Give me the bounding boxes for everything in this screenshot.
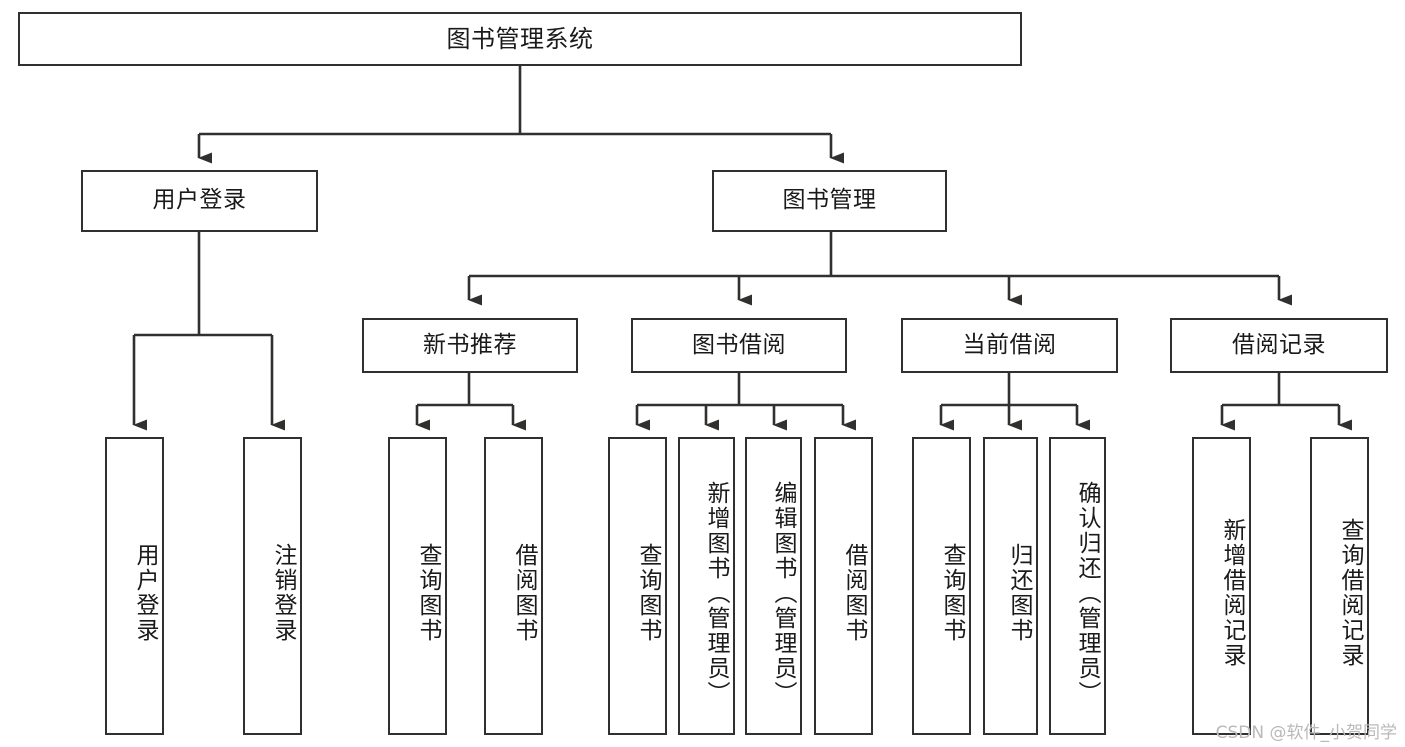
- leaf-borrow-borrow-book[interactable]: 借阅图书: [814, 437, 873, 735]
- node-user-login[interactable]: 用户登录: [81, 170, 318, 232]
- node-label: 确认归还（管理员）: [1074, 480, 1100, 706]
- node-label: 新增借阅记录: [1219, 518, 1245, 668]
- node-borrow-record[interactable]: 借阅记录: [1170, 318, 1388, 373]
- node-label: 查询图书: [635, 543, 661, 643]
- leaf-current-confirm-return-admin[interactable]: 确认归还（管理员）: [1049, 437, 1106, 735]
- leaf-borrow-query-book[interactable]: 查询图书: [608, 437, 667, 735]
- node-label: 图书借阅: [692, 331, 786, 358]
- leaf-current-query-book[interactable]: 查询图书: [912, 437, 971, 735]
- leaf-user-login-logout[interactable]: 注销登录: [243, 437, 302, 735]
- watermark-text: CSDN @软件_小贺同学: [1215, 723, 1397, 743]
- node-label: 查询图书: [415, 543, 441, 643]
- node-current-borrow[interactable]: 当前借阅: [901, 318, 1118, 373]
- node-label: 用户登录: [152, 187, 247, 214]
- leaf-record-query-record[interactable]: 查询借阅记录: [1310, 437, 1369, 735]
- node-label: 归还图书: [1006, 543, 1032, 643]
- leaf-borrow-add-book-admin[interactable]: 新增图书（管理员）: [678, 437, 735, 735]
- node-label: 查询图书: [939, 543, 965, 643]
- node-book-borrow[interactable]: 图书借阅: [631, 318, 847, 373]
- node-label: 图书管理: [782, 187, 877, 214]
- node-label: 借阅图书: [841, 543, 867, 643]
- node-label: 当前借阅: [962, 331, 1057, 358]
- node-label: 借阅记录: [1232, 331, 1326, 358]
- node-label: 用户登录: [132, 543, 158, 643]
- leaf-user-login-login[interactable]: 用户登录: [105, 437, 164, 735]
- node-label: 借阅图书: [511, 543, 537, 643]
- node-label: 注销登录: [270, 543, 296, 643]
- node-label: 新增图书（管理员）: [703, 480, 729, 706]
- leaf-recommend-query-book[interactable]: 查询图书: [388, 437, 447, 735]
- leaf-borrow-edit-book-admin[interactable]: 编辑图书（管理员）: [745, 437, 802, 735]
- node-label: 编辑图书（管理员）: [770, 480, 796, 706]
- node-label: 新书推荐: [423, 331, 517, 358]
- leaf-record-add-record[interactable]: 新增借阅记录: [1192, 437, 1251, 735]
- leaf-recommend-borrow-book[interactable]: 借阅图书: [484, 437, 543, 735]
- node-new-book-recommend[interactable]: 新书推荐: [362, 318, 578, 373]
- leaf-current-return-book[interactable]: 归还图书: [983, 437, 1038, 735]
- node-root-system[interactable]: 图书管理系统: [18, 12, 1022, 66]
- node-label: 图书管理系统: [446, 24, 594, 53]
- node-label: 查询借阅记录: [1337, 518, 1363, 668]
- node-book-management[interactable]: 图书管理: [712, 170, 947, 232]
